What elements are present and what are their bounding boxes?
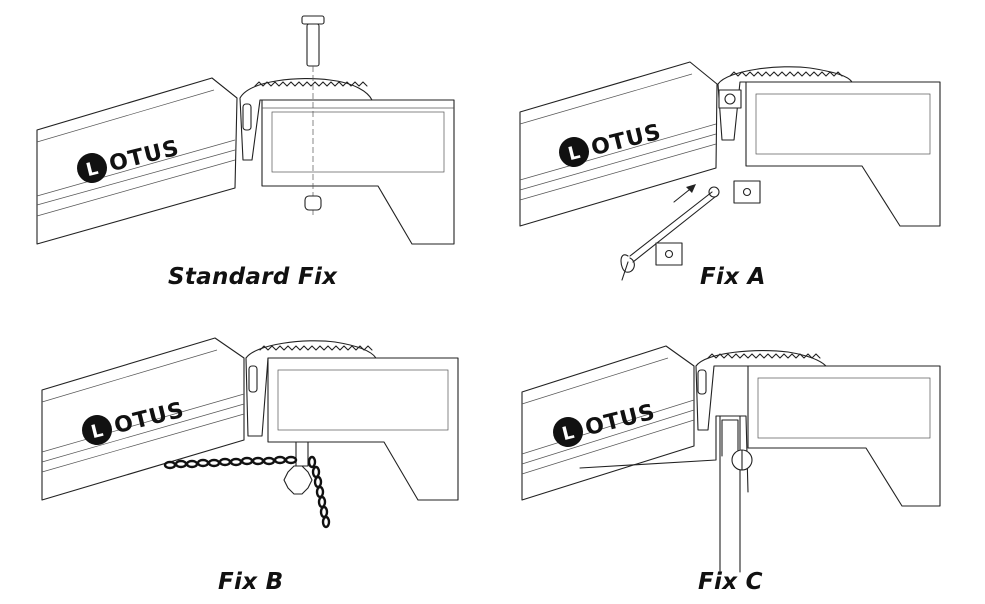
standard-fix-illustration: L OTUS bbox=[36, 15, 455, 245]
arrow-icon bbox=[673, 184, 696, 203]
fix-c-illustration: L OTUS bbox=[521, 345, 941, 573]
mounting-post-icon bbox=[579, 415, 753, 573]
logo-initial: L bbox=[89, 420, 105, 443]
ramp-beam bbox=[41, 337, 245, 501]
washer-plate-icon bbox=[733, 180, 761, 204]
ramp-beam bbox=[36, 77, 238, 245]
panel-fix-b: L OTUS bbox=[0, 300, 490, 604]
fix-a-illustration: L OTUS bbox=[519, 61, 941, 281]
logo-initial: L bbox=[84, 158, 100, 181]
chain-icon bbox=[163, 455, 331, 529]
bolt-icon bbox=[301, 15, 325, 215]
panel-standard-fix: L OTUS bbox=[0, 0, 490, 300]
caption-standard-fix: Standard Fix bbox=[168, 264, 338, 290]
ramp-beam bbox=[519, 61, 718, 227]
logo-initial: L bbox=[566, 142, 582, 165]
platform-frame bbox=[747, 365, 941, 507]
panel-fix-c: L OTUS bbox=[490, 300, 985, 604]
platform-frame bbox=[745, 81, 941, 227]
logo-initial: L bbox=[560, 422, 576, 445]
panel-fix-a: L OTUS bbox=[490, 0, 985, 300]
platform-frame bbox=[261, 99, 455, 245]
hinge-plate bbox=[239, 78, 373, 161]
ramp-beam bbox=[521, 345, 695, 501]
caption-fix-c: Fix C bbox=[698, 569, 763, 595]
padlock-bolt-icon bbox=[283, 441, 313, 495]
fix-b-illustration: L OTUS bbox=[41, 337, 459, 529]
locking-pin-icon bbox=[620, 186, 720, 281]
washer-plate-icon bbox=[655, 242, 683, 266]
caption-fix-a: Fix A bbox=[700, 264, 766, 290]
platform-frame bbox=[267, 357, 459, 501]
caption-fix-b: Fix B bbox=[218, 569, 284, 595]
